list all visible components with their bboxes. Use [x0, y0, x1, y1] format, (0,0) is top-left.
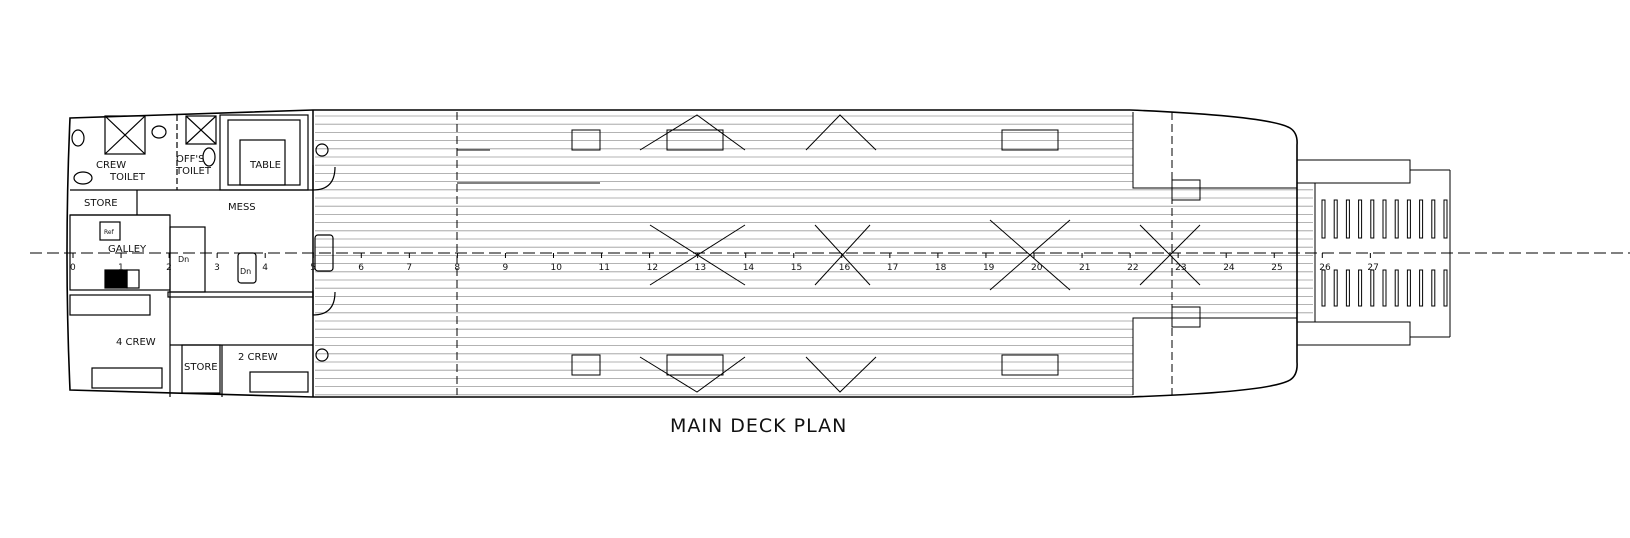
label-crew-toilet: CREW — [96, 160, 126, 171]
frame-number: 23 — [1175, 263, 1186, 273]
hull-outline — [66, 109, 1298, 398]
frame-number: 14 — [743, 263, 755, 273]
ramp-slat — [1406, 199, 1411, 239]
frame-number: 16 — [839, 263, 851, 273]
label-galley: GALLEY — [108, 244, 147, 255]
frame-number: 3 — [214, 263, 220, 273]
ramp-slat — [1321, 199, 1326, 239]
frame-number: 0 — [70, 263, 76, 273]
label-store-lower: STORE — [184, 362, 218, 373]
frame-number: 7 — [406, 263, 412, 273]
frame-number: 22 — [1127, 263, 1138, 273]
frame-number: 4 — [262, 263, 268, 273]
label-2-crew: 2 CREW — [238, 352, 278, 363]
ramp-slat — [1394, 199, 1399, 239]
frame-number: 20 — [1031, 263, 1043, 273]
frame-number: 17 — [887, 263, 898, 273]
ramp-slat — [1370, 269, 1375, 307]
ramp-slat — [1419, 199, 1424, 239]
label-crew-toilet-2: TOILET — [109, 172, 146, 183]
frame-number: 27 — [1367, 263, 1378, 273]
ramp-slat — [1382, 269, 1387, 307]
ramp-slat — [1370, 199, 1375, 239]
ramp-slat — [1431, 199, 1436, 239]
ramp-slat — [1358, 269, 1363, 307]
ramp-slat — [1443, 269, 1448, 307]
deck-fittings — [456, 112, 1451, 395]
ramp-slat — [1394, 269, 1399, 307]
deck-planking — [315, 115, 1313, 396]
frame-number: 9 — [502, 263, 508, 273]
frame-number: 2 — [166, 263, 172, 273]
frame-number: 15 — [791, 263, 802, 273]
label-stair-dn-2: Dn — [240, 267, 251, 276]
ramp-slat — [1431, 269, 1436, 307]
drawing-title: MAIN DECK PLAN — [670, 415, 847, 437]
frame-number: 21 — [1079, 263, 1090, 273]
frame-number: 12 — [647, 263, 658, 273]
frame-number: 26 — [1319, 263, 1331, 273]
frame-number: 18 — [935, 263, 947, 273]
label-stair-dn: Dn — [178, 255, 189, 264]
frame-number: 19 — [983, 263, 995, 273]
ramp-slat — [1358, 199, 1363, 239]
ramp-slat — [1443, 199, 1448, 239]
frame-number: 8 — [454, 263, 460, 273]
frame-number: 24 — [1223, 263, 1235, 273]
stern-ramp — [1321, 199, 1448, 307]
label-store-upper: STORE — [84, 198, 118, 209]
frame-number: 6 — [358, 263, 364, 273]
frame-number: 5 — [310, 263, 316, 273]
label-4-crew: 4 CREW — [116, 337, 156, 348]
label-mess: MESS — [228, 202, 256, 213]
label-offs-toilet-2: TOILET — [175, 166, 212, 177]
label-ref: Ref — [104, 229, 115, 236]
label-table: TABLE — [249, 160, 281, 171]
label-offs-toilet: OFF'S — [176, 154, 204, 165]
accommodation — [69, 114, 336, 397]
frame-number: 13 — [695, 263, 706, 273]
room-labels: CREW TOILET OFF'S TOILET TABLE STORE MES… — [84, 154, 281, 373]
frame-number: 25 — [1271, 263, 1282, 273]
ramp-slat — [1382, 199, 1387, 239]
ramp-slat — [1345, 269, 1350, 307]
frame-number: 11 — [599, 263, 610, 273]
ramp-slat — [1406, 269, 1411, 307]
ramp-slat — [1333, 199, 1338, 239]
ramp-slat — [1321, 269, 1326, 307]
ramp-slat — [1345, 199, 1350, 239]
frame-number: 1 — [118, 263, 124, 273]
frame-number: 10 — [551, 263, 563, 273]
ramp-slat — [1419, 269, 1424, 307]
ramp-slat — [1333, 269, 1338, 307]
